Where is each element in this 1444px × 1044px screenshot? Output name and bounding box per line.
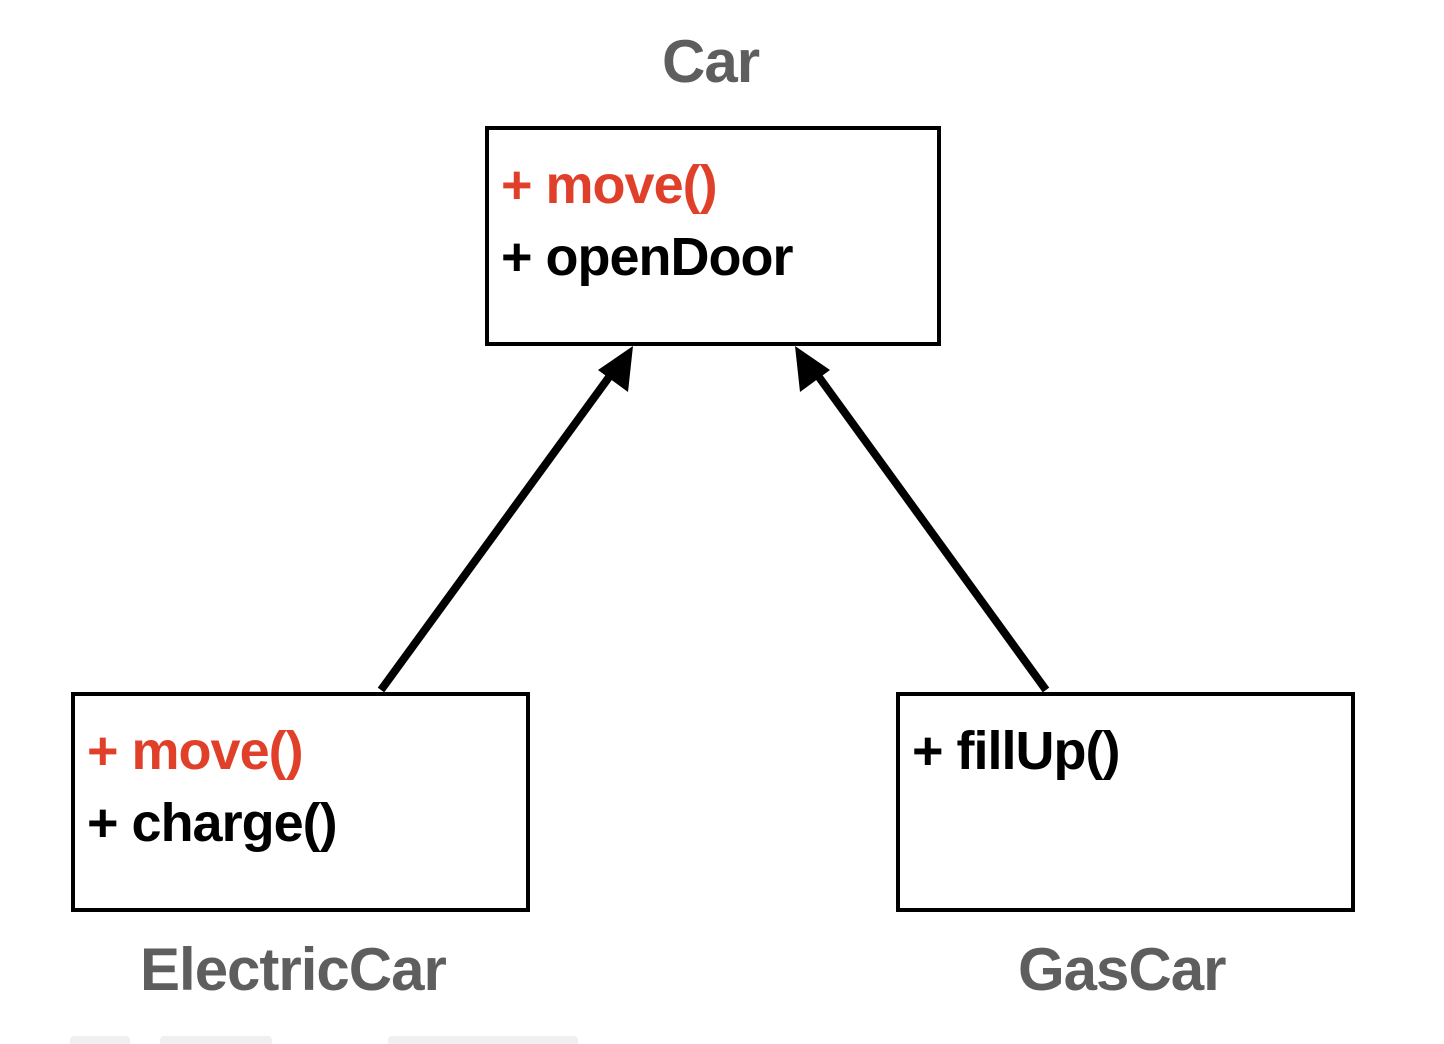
arrow-electriccar-to-car [377,346,633,693]
cropped-chip [70,1036,130,1044]
class-name-electric-car: ElectricCar [140,936,447,1003]
method-move: + move() [87,721,304,781]
cropped-chip [160,1036,272,1044]
class-box-car: + move() + openDoor [485,126,941,346]
cropped-chip [388,1036,578,1044]
arrow-gascar-to-car [795,346,1050,693]
method-open-door: + openDoor [501,227,794,287]
class-box-gas-car: + fillUp() [896,692,1355,912]
cropped-text-strip [0,1030,1444,1044]
class-box-electric-car: + move() + charge() [71,692,530,912]
class-name-gas-car: GasCar [1018,936,1226,1003]
method-fill-up: + fillUp() [912,721,1120,781]
method-move: + move() [501,155,718,215]
method-charge: + charge() [87,793,338,853]
class-name-car: Car [662,28,760,95]
